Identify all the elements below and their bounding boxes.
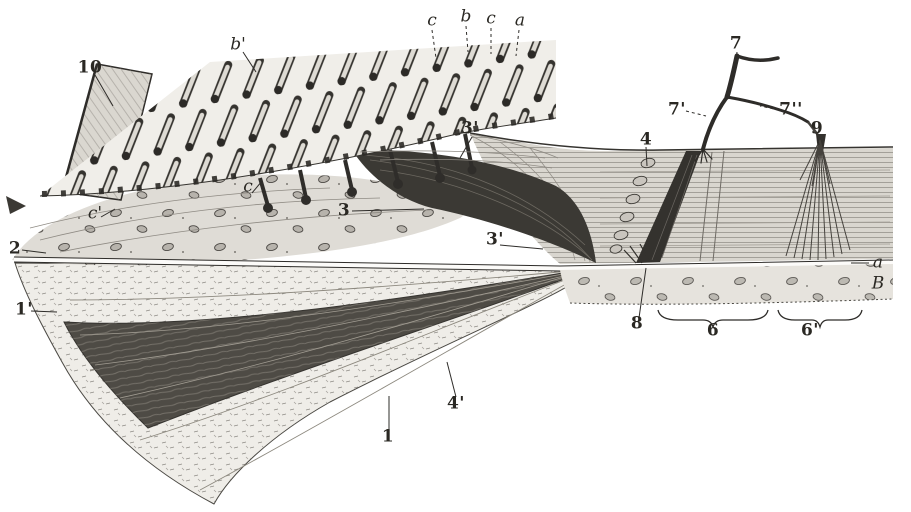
brace-6	[657, 309, 769, 330]
tunnel-wedge	[352, 149, 596, 263]
cell-layer	[12, 174, 465, 266]
nerve-fiber-band	[63, 267, 594, 429]
cell-cluster-column	[609, 157, 656, 254]
connective-fibers	[359, 133, 559, 169]
leader-lines	[21, 25, 869, 429]
basilar-line	[13, 256, 894, 272]
brace-6-prime	[777, 309, 863, 330]
band-partitions	[699, 150, 725, 262]
rod-cell-band	[39, 40, 557, 197]
nerve-bundle-8	[623, 151, 701, 264]
fiber-fan-9	[785, 121, 851, 261]
lower-cell-band	[560, 264, 894, 305]
branching-fiber-7	[694, 53, 810, 164]
